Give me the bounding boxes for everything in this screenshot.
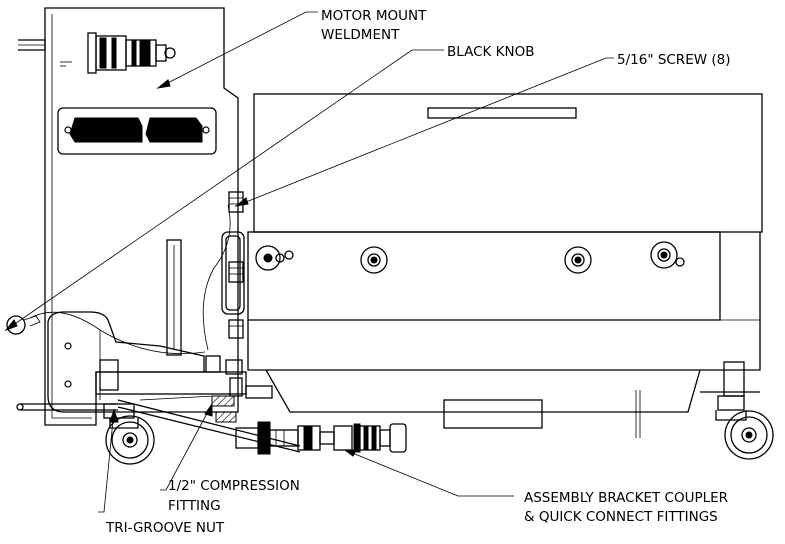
label-compression-fitting: 1/2" COMPRESSION — [168, 478, 300, 494]
label-motor-mount: MOTOR MOUNT — [321, 8, 427, 24]
label-screw: 5/16" SCREW (8) — [617, 52, 730, 68]
leader-lines — [5, 11, 614, 513]
label-black-knob: BLACK KNOB — [447, 44, 535, 60]
label-tri-groove-nut: TRI-GROOVE NUT — [105, 520, 225, 536]
black-knob — [6, 315, 41, 335]
frame-base — [16, 355, 760, 453]
label-assembly-bracket: ASSEMBLY BRACKET COUPLER — [524, 490, 728, 506]
label-fitting: FITTING — [168, 498, 221, 514]
left-caster — [103, 403, 155, 465]
arrowheads — [4, 79, 357, 457]
motor-mount-weldment — [18, 7, 239, 426]
side-handle — [221, 191, 245, 339]
quick-connect-fittings — [235, 421, 407, 455]
hopper — [247, 93, 763, 438]
motor — [87, 32, 176, 74]
label-quick-connect: & QUICK CONNECT FITTINGS — [524, 509, 718, 525]
right-caster — [715, 395, 774, 460]
label-weldment: WELDMENT — [321, 27, 400, 43]
